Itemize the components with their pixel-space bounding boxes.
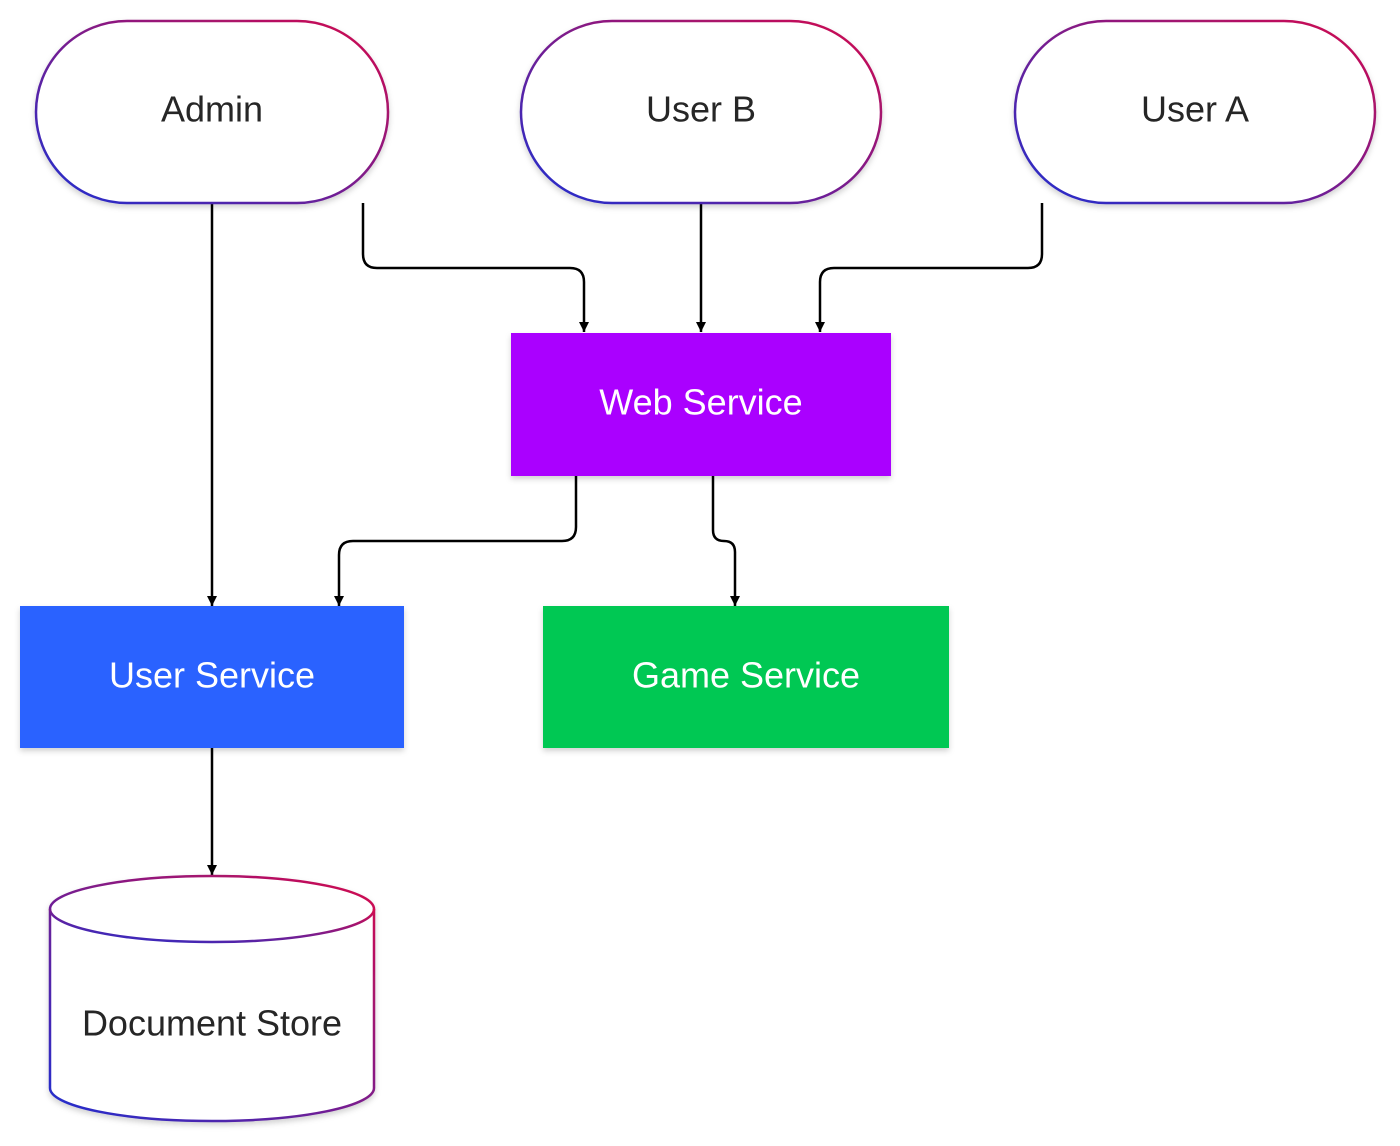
node-user-service: User Service xyxy=(20,606,404,748)
node-user-b: User B xyxy=(519,19,883,205)
user-service-label: User Service xyxy=(109,655,315,696)
node-admin: Admin xyxy=(34,19,390,205)
user-a-shape xyxy=(1013,19,1377,205)
node-user-a: User A xyxy=(1013,19,1377,205)
game-service-label: Game Service xyxy=(632,655,860,696)
web-service-label: Web Service xyxy=(599,382,802,423)
edges xyxy=(207,203,1044,875)
edge-user-a-to-web-service xyxy=(815,203,1044,332)
document-store-cylinder xyxy=(48,874,376,1123)
edge-web-service-to-user-service xyxy=(334,476,578,606)
user-b-shape xyxy=(519,19,883,205)
edge-admin-to-web-service xyxy=(361,203,589,332)
game-service-shape xyxy=(543,606,949,748)
node-web-service: Web Service xyxy=(511,333,891,476)
edge-web-service-to-game-service xyxy=(711,476,740,606)
document-store-top-rim xyxy=(48,908,376,944)
user-a-label: User A xyxy=(1141,89,1249,130)
user-service-shape xyxy=(20,606,404,748)
admin-label: Admin xyxy=(161,89,263,130)
node-game-service: Game Service xyxy=(543,606,949,748)
document-store-label: Document Store xyxy=(82,1003,342,1044)
user-b-label: User B xyxy=(646,89,756,130)
node-document-store: Document Store xyxy=(48,874,376,1123)
web-service-shape xyxy=(511,333,891,476)
admin-shape xyxy=(34,19,390,205)
